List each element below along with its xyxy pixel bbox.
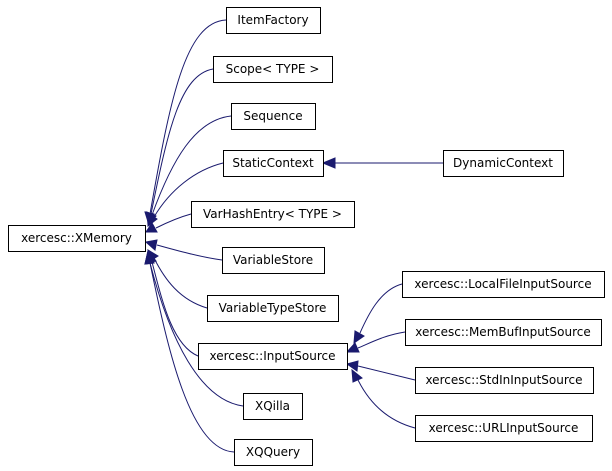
class-node-box xyxy=(231,103,316,130)
class-node-box xyxy=(405,319,602,346)
class-node-label: StaticContext xyxy=(232,156,314,170)
class-node-label: xercesc::StdInInputSource xyxy=(425,373,582,387)
class-node-xqilla[interactable]: XQilla xyxy=(243,393,303,420)
edge-line xyxy=(151,115,232,216)
class-node-inputsource[interactable]: xercesc::InputSource xyxy=(198,343,348,370)
class-node-stdininputsource[interactable]: xercesc::StdInInputSource xyxy=(415,367,594,394)
class-node-label: Sequence xyxy=(243,109,302,123)
class-node-staticcontext[interactable]: StaticContext xyxy=(223,150,324,177)
edge-line xyxy=(357,331,406,349)
edge-variablestore-to-xmemory xyxy=(144,239,223,261)
class-node-box xyxy=(415,415,593,442)
class-node-label: XQilla xyxy=(255,399,290,413)
class-node-label: xercesc::MemBufInputSource xyxy=(415,325,590,339)
edge-line xyxy=(153,162,224,218)
edge-localfileinputsource-to-inputsource xyxy=(353,283,403,345)
edges-layer xyxy=(144,19,443,453)
edge-line xyxy=(150,68,214,215)
edge-line xyxy=(153,257,208,309)
edge-line xyxy=(156,244,223,261)
class-node-box xyxy=(234,439,313,466)
edge-xqilla-to-xmemory xyxy=(144,249,244,407)
class-node-box xyxy=(222,247,325,274)
class-node-variabletypestore[interactable]: VariableTypeStore xyxy=(207,295,339,322)
inheritance-arrowhead xyxy=(147,212,158,228)
inheritance-arrowhead xyxy=(353,330,365,345)
class-node-variablestore[interactable]: VariableStore xyxy=(222,247,325,274)
edge-stdininputsource-to-inputsource xyxy=(345,360,416,381)
class-node-box xyxy=(443,150,564,177)
inheritance-arrowhead xyxy=(345,342,360,353)
edge-dynamiccontext-to-staticcontext xyxy=(321,157,443,169)
class-node-box xyxy=(226,7,321,34)
class-node-dynamiccontext[interactable]: DynamicContext xyxy=(443,150,564,177)
class-node-label: xercesc::LocalFileInputSource xyxy=(414,277,591,291)
edge-line xyxy=(151,261,199,357)
class-node-label: Scope< TYPE > xyxy=(226,62,320,76)
class-node-label: xercesc::InputSource xyxy=(210,349,336,363)
edge-line xyxy=(357,379,416,429)
inheritance-arrowhead xyxy=(351,368,363,383)
class-node-box xyxy=(415,367,594,394)
edge-line xyxy=(359,283,403,334)
edge-urlinputsource-to-inputsource xyxy=(351,368,416,429)
class-node-box xyxy=(191,201,355,228)
class-node-label: ItemFactory xyxy=(237,13,308,27)
edge-membufinputsource-to-inputsource xyxy=(345,331,406,353)
class-node-itemfactory[interactable]: ItemFactory xyxy=(226,7,321,34)
class-node-box xyxy=(8,225,146,252)
class-node-label: DynamicContext xyxy=(453,156,553,170)
class-node-label: xercesc::XMemory xyxy=(21,231,132,245)
class-node-label: XQQuery xyxy=(246,445,300,459)
edge-line xyxy=(149,262,244,407)
class-node-xmemory[interactable]: xercesc::XMemory xyxy=(8,225,146,252)
edge-line xyxy=(149,19,227,215)
class-node-label: xercesc::URLInputSource xyxy=(429,421,579,435)
class-node-label: VariableStore xyxy=(233,253,313,267)
class-node-xqquery[interactable]: XQQuery xyxy=(234,439,313,466)
inheritance-arrowhead xyxy=(321,157,336,169)
class-node-scope[interactable]: Scope< TYPE > xyxy=(213,56,333,83)
class-node-box xyxy=(243,393,303,420)
edge-line xyxy=(357,365,416,381)
inheritance-arrowhead xyxy=(145,222,158,233)
class-node-localfileinputsource[interactable]: xercesc::LocalFileInputSource xyxy=(402,271,605,298)
class-node-varhashentry[interactable]: VarHashEntry< TYPE > xyxy=(191,201,355,228)
class-node-box xyxy=(223,150,324,177)
class-node-sequence[interactable]: Sequence xyxy=(231,103,316,130)
class-node-membufinputsource[interactable]: xercesc::MemBufInputSource xyxy=(405,319,602,346)
class-node-box xyxy=(198,343,348,370)
inheritance-arrowhead xyxy=(144,239,158,251)
class-node-box xyxy=(213,56,333,83)
class-node-label: VariableTypeStore xyxy=(219,301,327,315)
inheritance-arrowhead xyxy=(345,360,359,372)
edge-line xyxy=(155,213,192,229)
class-node-urlinputsource[interactable]: xercesc::URLInputSource xyxy=(415,415,593,442)
edge-itemfactory-to-xmemory xyxy=(144,19,227,227)
inheritance-arrowhead xyxy=(144,249,155,265)
class-node-box xyxy=(402,271,605,298)
class-node-label: VarHashEntry< TYPE > xyxy=(203,207,342,221)
edge-varhashentry-to-xmemory xyxy=(145,213,192,233)
edge-xqquery-to-xmemory xyxy=(144,249,235,453)
edge-inputsource-to-xmemory xyxy=(146,249,199,357)
edge-line xyxy=(149,262,235,453)
class-node-box xyxy=(207,295,339,322)
edge-staticcontext-to-xmemory xyxy=(147,162,224,228)
